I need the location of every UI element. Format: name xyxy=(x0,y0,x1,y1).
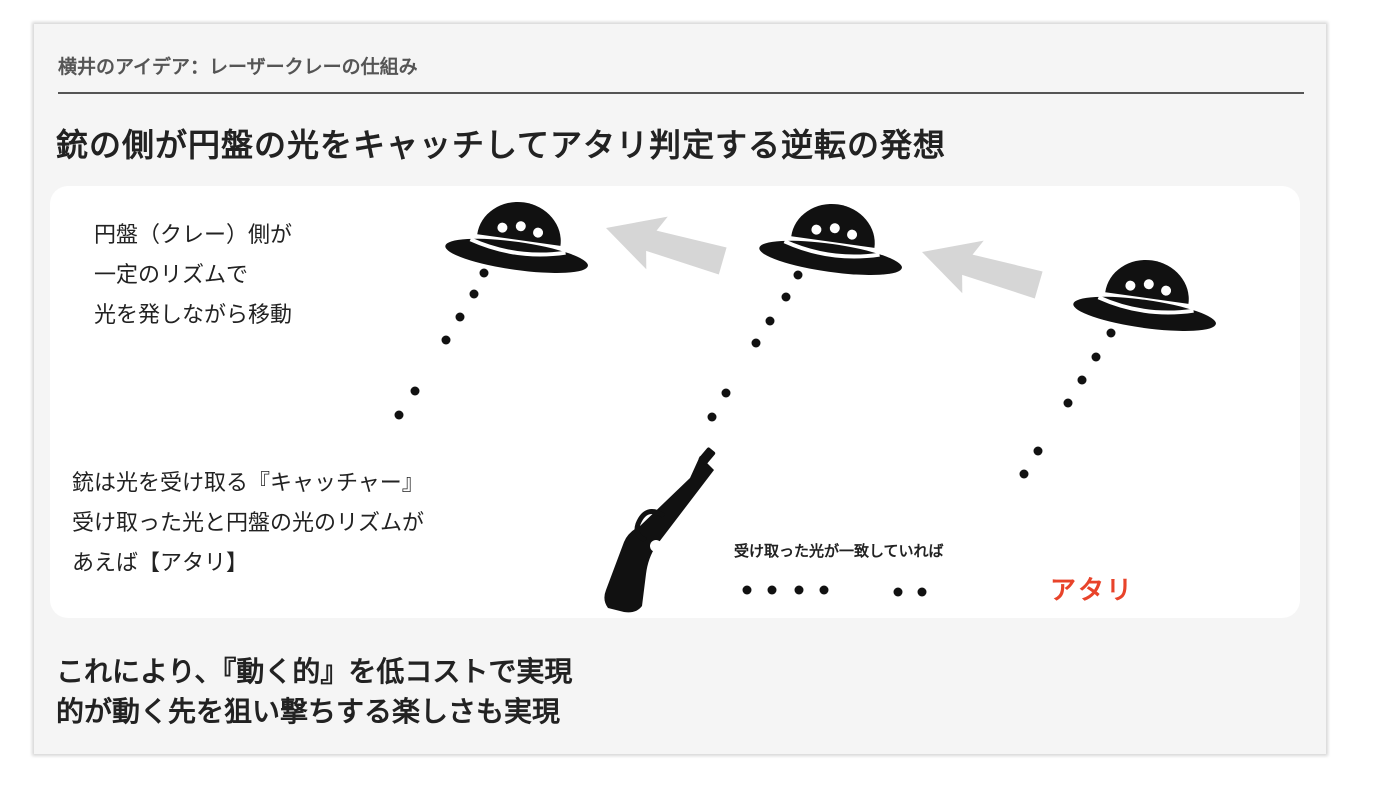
ufo-icon xyxy=(755,192,912,284)
pulse-pattern xyxy=(742,585,927,597)
light-dot-icon xyxy=(742,585,752,595)
light-dot-icon xyxy=(469,289,479,299)
light-dot-icon xyxy=(1106,328,1116,338)
light-dot-icon xyxy=(455,312,465,322)
light-dot-icon xyxy=(721,388,731,398)
slide-headline: 銃の側が円盤の光をキャッチしてアタリ判定する逆転の発想 xyxy=(56,126,947,164)
pistol-icon xyxy=(604,447,716,613)
ufo-icon xyxy=(441,190,598,282)
slide-card: 横井のアイデア：レーザークレーの仕組み 銃の側が円盤の光をキャッチしてアタリ判定… xyxy=(34,24,1326,754)
conclusion-line: 的が動く先を狙い撃ちする楽しさも実現 xyxy=(56,695,561,728)
conclusion-line: これにより、『動く的』を低コストで実現 xyxy=(56,655,573,688)
light-dot-icon xyxy=(819,585,829,595)
arrow-left-icon xyxy=(915,228,1047,309)
arrow-left-icon xyxy=(599,204,731,285)
hit-label: アタリ xyxy=(1050,576,1135,606)
gun-description: 銃は光を受け取る『キャッチャー』 受け取った光と円盤の光のリズムが あえば【アタ… xyxy=(72,464,424,584)
light-dot-icon xyxy=(441,335,451,345)
light-dot-icon xyxy=(1063,398,1073,408)
gun-description-line: あえば【アタリ】 xyxy=(72,551,249,576)
light-dot-icon xyxy=(794,585,804,595)
ufo-description-line: 光を発しながら移動 xyxy=(94,303,293,328)
light-dot-trail xyxy=(707,270,803,422)
light-dot-icon xyxy=(893,587,903,597)
light-dot-icon xyxy=(1019,469,1029,479)
laser-clay-diagram xyxy=(394,190,1226,613)
light-dot-icon xyxy=(917,587,927,597)
light-dot-icon xyxy=(479,268,489,278)
light-dot-icon xyxy=(1033,446,1043,456)
light-dot-icon xyxy=(394,410,404,420)
light-dot-icon xyxy=(765,316,775,326)
light-dot-icon xyxy=(781,292,791,302)
light-dot-icon xyxy=(1077,375,1087,385)
light-dot-icon xyxy=(707,412,717,422)
light-dot-trail xyxy=(1019,328,1116,479)
light-dot-icon xyxy=(1091,352,1101,362)
ufo-description: 円盤（クレー）側が 一定のリズムで 光を発しながら移動 xyxy=(94,216,292,336)
light-dot-icon xyxy=(410,386,420,396)
light-dot-icon xyxy=(793,270,803,280)
gun-description-line: 銃は光を受け取る『キャッチャー』 xyxy=(72,471,424,496)
gun-description-line: 受け取った光と円盤の光のリズムが xyxy=(72,511,425,536)
light-dot-trail xyxy=(394,268,489,420)
conclusion-text: これにより、『動く的』を低コストで実現 的が動く先を狙い撃ちする楽しさも実現 xyxy=(56,652,572,732)
match-label: 受け取った光が一致していれば xyxy=(734,542,944,560)
light-dot-icon xyxy=(751,338,761,348)
title-divider xyxy=(58,92,1304,94)
ufo-icon xyxy=(1069,248,1226,340)
ufo-description-line: 一定のリズムで xyxy=(94,263,249,288)
slide-section-title: 横井のアイデア：レーザークレーの仕組み xyxy=(58,56,418,78)
diagram-panel: 円盤（クレー）側が 一定のリズムで 光を発しながら移動 銃は光を受け取る『キャッ… xyxy=(50,186,1300,618)
ufo-description-line: 円盤（クレー）側が xyxy=(94,223,293,248)
light-dot-icon xyxy=(767,585,777,595)
